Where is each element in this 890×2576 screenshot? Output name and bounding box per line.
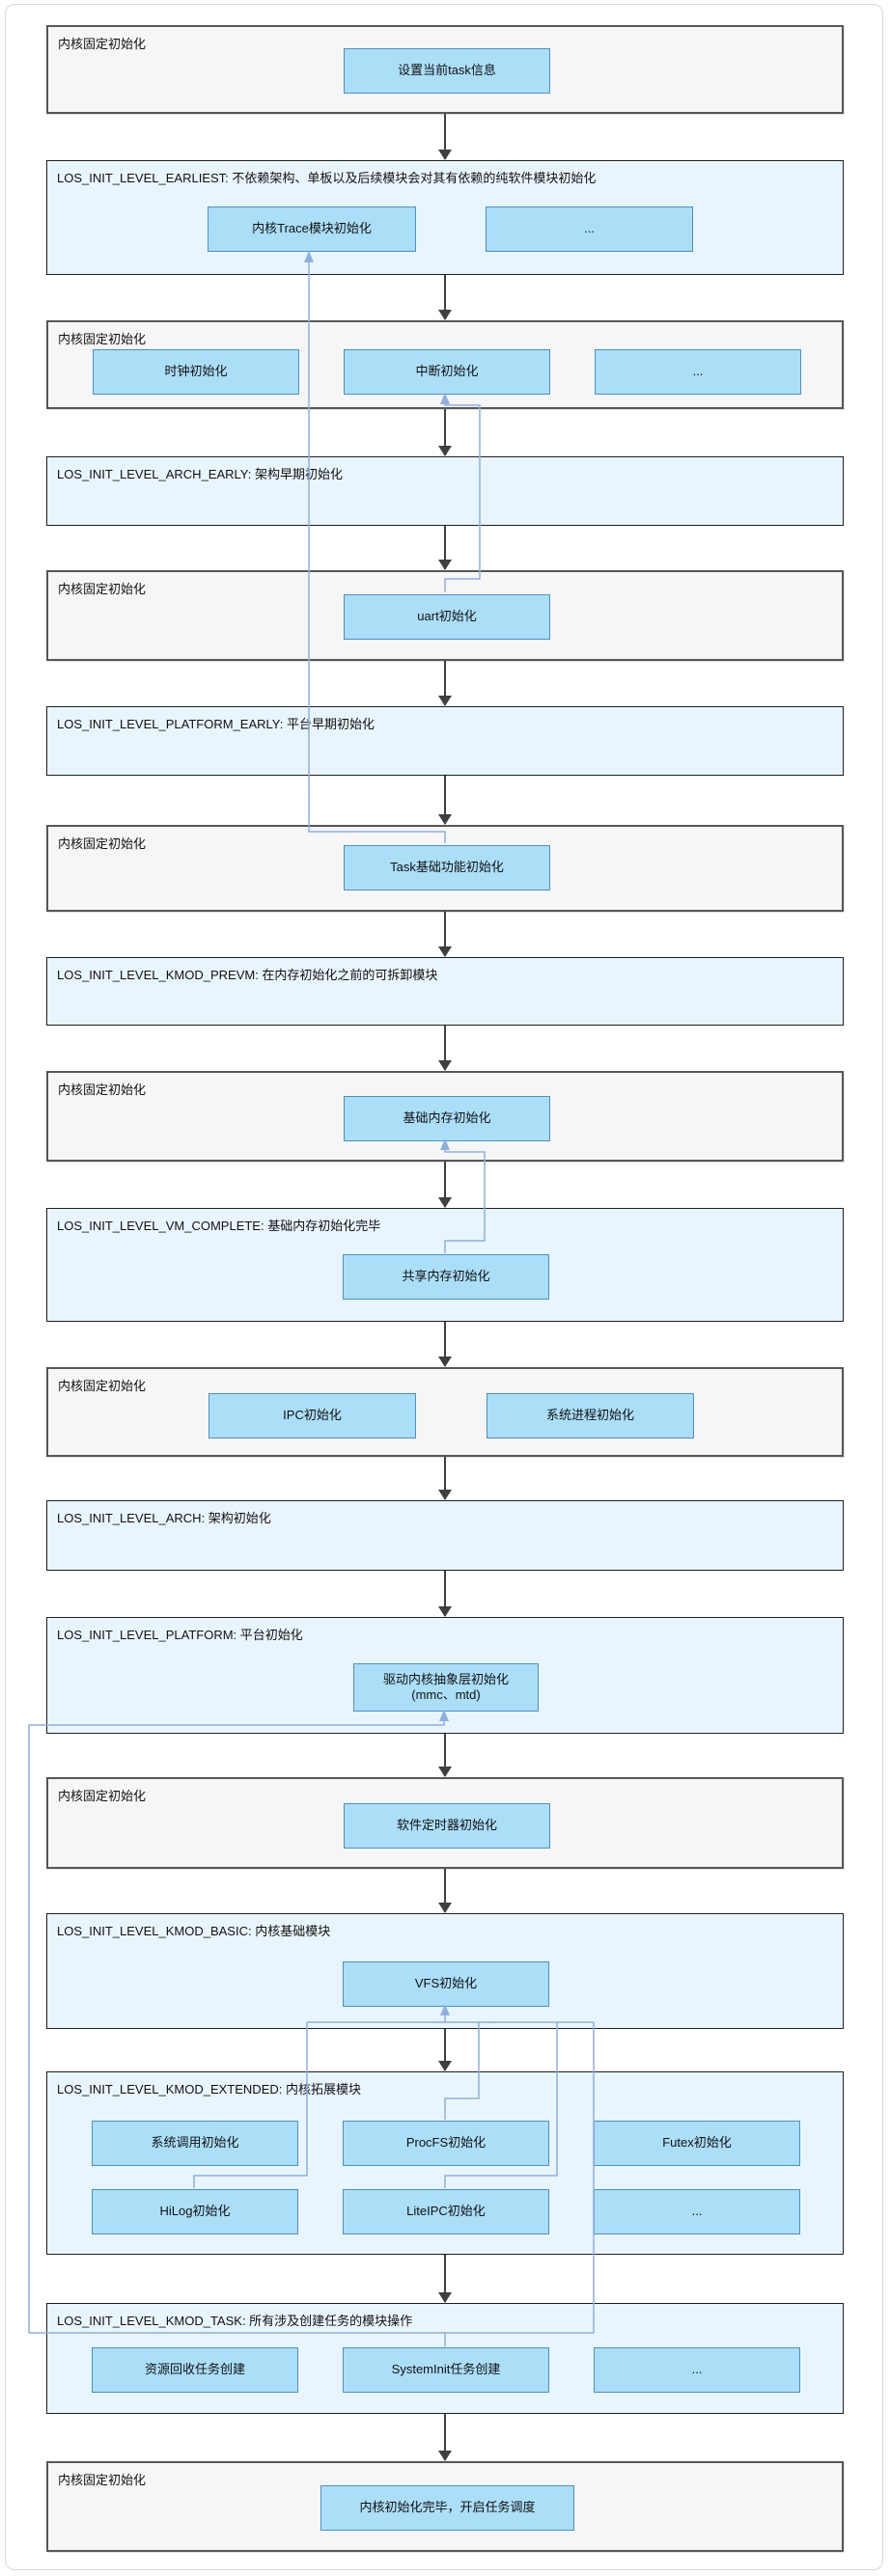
flow-arrow xyxy=(438,776,452,825)
section-kernel-fixed-init-3: 内核固定初始化 uart初始化 xyxy=(46,570,844,661)
flow-arrow xyxy=(438,1322,452,1367)
flow-arrow xyxy=(438,1869,452,1913)
section-title: 内核固定初始化 xyxy=(58,1379,147,1393)
node-kernel-init-done: 内核初始化完毕，开启任务调度 xyxy=(320,2485,574,2531)
section-kernel-fixed-init-1: 内核固定初始化 设置当前task信息 xyxy=(46,25,844,114)
node-vfs-init: VFS初始化 xyxy=(343,1961,549,2007)
node-futex-init: Futex初始化 xyxy=(594,2121,800,2166)
section-level-vm-complete: LOS_INIT_LEVEL_VM_COMPLETE: 基础内存初始化完毕 共享… xyxy=(46,1208,844,1322)
section-level-arch-early: LOS_INIT_LEVEL_ARCH_EARLY: 架构早期初始化 xyxy=(46,456,844,526)
node-hilog-init: HiLog初始化 xyxy=(92,2189,298,2234)
node-interrupt-init: 中断初始化 xyxy=(344,349,550,395)
section-title: LOS_INIT_LEVEL_ARCH: 架构初始化 xyxy=(57,1511,271,1525)
section-title: LOS_INIT_LEVEL_KMOD_EXTENDED: 内核拓展模块 xyxy=(57,2082,361,2096)
section-title: 内核固定初始化 xyxy=(58,1082,147,1097)
node-task-basic-init: Task基础功能初始化 xyxy=(344,845,550,891)
section-title: 内核固定初始化 xyxy=(58,332,147,346)
section-level-arch: LOS_INIT_LEVEL_ARCH: 架构初始化 xyxy=(46,1500,844,1571)
node-liteipc-init: LiteIPC初始化 xyxy=(343,2189,549,2234)
section-level-kmod-extended: LOS_INIT_LEVEL_KMOD_EXTENDED: 内核拓展模块 系统调… xyxy=(46,2071,844,2255)
section-kernel-fixed-init-6: 内核固定初始化 IPC初始化 系统进程初始化 xyxy=(46,1367,844,1457)
flow-arrow xyxy=(438,409,452,456)
section-kernel-fixed-init-7: 内核固定初始化 软件定时器初始化 xyxy=(46,1777,844,1869)
section-title: LOS_INIT_LEVEL_EARLIEST: 不依赖架构、单板以及后续模块会… xyxy=(57,171,597,185)
flow-arrow xyxy=(438,114,452,160)
node-driver-hal-init: 驱动内核抽象层初始化 (mmc、mtd) xyxy=(353,1663,539,1712)
section-kernel-fixed-init-2: 内核固定初始化 时钟初始化 中断初始化 ... xyxy=(46,320,844,409)
node-clock-init: 时钟初始化 xyxy=(93,349,299,395)
node-software-timer-init: 软件定时器初始化 xyxy=(344,1803,550,1849)
node-set-current-task-info: 设置当前task信息 xyxy=(344,48,550,94)
section-title: LOS_INIT_LEVEL_PLATFORM_EARLY: 平台早期初始化 xyxy=(57,717,375,731)
node-ellipsis: ... xyxy=(595,349,801,395)
section-level-kmod-task: LOS_INIT_LEVEL_KMOD_TASK: 所有涉及创建任务的模块操作 … xyxy=(46,2303,844,2414)
flow-arrow xyxy=(438,1026,452,1071)
node-base-memory-init: 基础内存初始化 xyxy=(344,1096,550,1141)
section-title: LOS_INIT_LEVEL_ARCH_EARLY: 架构早期初始化 xyxy=(57,467,343,481)
section-level-platform-early: LOS_INIT_LEVEL_PLATFORM_EARLY: 平台早期初始化 xyxy=(46,706,844,776)
flow-arrow xyxy=(438,912,452,957)
flow-arrow xyxy=(438,2414,452,2461)
flow-arrow xyxy=(438,2029,452,2071)
section-kernel-fixed-init-5: 内核固定初始化 基础内存初始化 xyxy=(46,1071,844,1162)
node-ellipsis: ... xyxy=(486,206,693,252)
section-title: 内核固定初始化 xyxy=(58,37,147,51)
node-ipc-init: IPC初始化 xyxy=(209,1393,416,1439)
flow-arrow xyxy=(438,1457,452,1500)
section-title: 内核固定初始化 xyxy=(58,582,147,596)
node-ellipsis: ... xyxy=(594,2189,800,2234)
flow-arrow xyxy=(438,1734,452,1777)
flow-arrow xyxy=(438,2255,452,2303)
section-level-platform: LOS_INIT_LEVEL_PLATFORM: 平台初始化 驱动内核抽象层初始… xyxy=(46,1617,844,1734)
section-title: LOS_INIT_LEVEL_KMOD_PREVM: 在内存初始化之前的可拆卸模… xyxy=(57,968,438,982)
section-kernel-fixed-init-8: 内核固定初始化 内核初始化完毕，开启任务调度 xyxy=(46,2461,844,2552)
page-frame xyxy=(5,4,883,2570)
section-title: 内核固定初始化 xyxy=(58,836,147,851)
section-level-kmod-prevm: LOS_INIT_LEVEL_KMOD_PREVM: 在内存初始化之前的可拆卸模… xyxy=(46,957,844,1026)
section-title: 内核固定初始化 xyxy=(58,1789,147,1803)
node-uart-init: uart初始化 xyxy=(344,594,550,640)
node-procfs-init: ProcFS初始化 xyxy=(343,2121,549,2166)
flow-arrow xyxy=(438,1571,452,1617)
section-title: LOS_INIT_LEVEL_PLATFORM: 平台初始化 xyxy=(57,1628,303,1642)
node-syscall-init: 系统调用初始化 xyxy=(92,2121,298,2166)
section-title: LOS_INIT_LEVEL_KMOD_TASK: 所有涉及创建任务的模块操作 xyxy=(57,2314,413,2328)
flow-arrow xyxy=(438,661,452,706)
node-ellipsis: ... xyxy=(594,2347,800,2393)
node-shared-memory-init: 共享内存初始化 xyxy=(343,1254,549,1300)
node-resource-recycle-task-create: 资源回收任务创建 xyxy=(92,2347,298,2393)
node-kernel-trace-init: 内核Trace模块初始化 xyxy=(208,206,416,252)
section-kernel-fixed-init-4: 内核固定初始化 Task基础功能初始化 xyxy=(46,825,844,912)
section-title: LOS_INIT_LEVEL_VM_COMPLETE: 基础内存初始化完毕 xyxy=(57,1219,381,1233)
section-level-earliest: LOS_INIT_LEVEL_EARLIEST: 不依赖架构、单板以及后续模块会… xyxy=(46,160,844,275)
node-systeminit-task-create: SystemInit任务创建 xyxy=(343,2347,549,2393)
section-title: 内核固定初始化 xyxy=(58,2473,147,2487)
flow-arrow xyxy=(438,526,452,570)
node-system-process-init: 系统进程初始化 xyxy=(487,1393,694,1439)
section-title: LOS_INIT_LEVEL_KMOD_BASIC: 内核基础模块 xyxy=(57,1924,331,1938)
flow-arrow xyxy=(438,1162,452,1208)
section-level-kmod-basic: LOS_INIT_LEVEL_KMOD_BASIC: 内核基础模块 VFS初始化 xyxy=(46,1913,844,2029)
flow-arrow xyxy=(438,275,452,320)
